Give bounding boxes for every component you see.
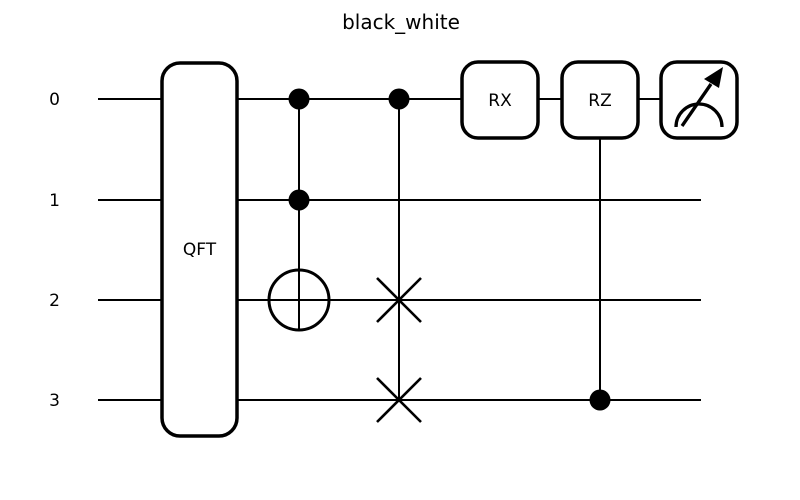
qubit-label-2: 2 (49, 291, 60, 311)
qft-gate-label: QFT (183, 240, 217, 260)
rx-gate-label: RX (488, 91, 512, 111)
measure-gauge-icon (674, 67, 724, 128)
ccx-control-dot-q1 (288, 189, 310, 211)
circuit-title: black_white (342, 10, 460, 34)
qubit-label-3: 3 (49, 391, 60, 411)
qft-gate-box (160, 61, 239, 438)
cswap-control-dot-q0 (388, 88, 410, 110)
ccx-control-dot-q0 (288, 88, 310, 110)
swap-cross-q2-icon (376, 277, 422, 323)
ccx-target-icon (267, 268, 331, 332)
rz-gate-label: RZ (588, 91, 611, 111)
swap-cross-q3-icon (376, 377, 422, 423)
qubit-label-0: 0 (49, 90, 60, 110)
crz-control-dot-q3 (589, 389, 611, 411)
rx-gate-box (460, 60, 540, 140)
qubit-label-1: 1 (49, 191, 60, 211)
